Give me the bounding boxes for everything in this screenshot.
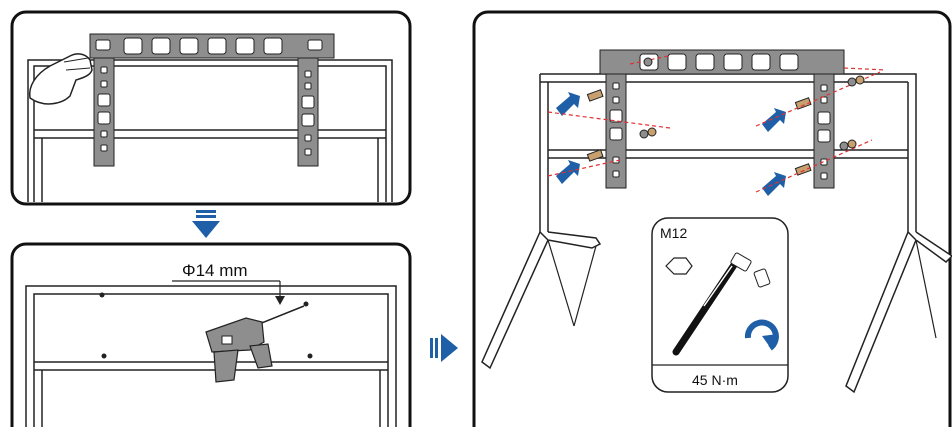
- hole-diameter-label: Φ14 mm: [182, 261, 248, 280]
- panel-bolt-tightening: M12 45 N·m: [474, 12, 952, 427]
- panel-bracket-placement: [12, 12, 410, 204]
- right-arrow-icon: [430, 334, 458, 362]
- bolt-size-label: M12: [660, 225, 687, 241]
- torque-label: 45 N·m: [692, 372, 738, 388]
- torque-callout: M12 45 N·m: [652, 218, 788, 392]
- down-arrow-icon: [192, 210, 220, 238]
- panel-drilling: Φ14 mm: [12, 244, 410, 427]
